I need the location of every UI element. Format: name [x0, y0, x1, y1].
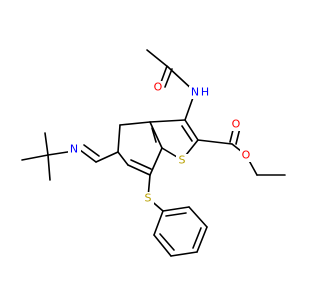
bond-ring-c7-c7a: [149, 147, 163, 176]
bond-ring-c6-c7-double-a: [127, 164, 151, 176]
bond-phenyl-4-5: [170, 251, 198, 257]
bond-ring-to-methine: [95, 151, 119, 163]
bond-tert-butyl-methyl-bottom: [47, 154, 51, 181]
bond-acetyl-carbonyl-double-b: [164, 68, 173, 88]
atom-labels-group: O N H O O S S N: [68, 81, 253, 205]
atom-label-amide-nitrogen: N: [191, 86, 199, 99]
bond-phenyl-2-3: [188, 206, 208, 228]
bond-ring-c5-c6: [117, 151, 129, 166]
bond-tert-butyl-methyl-top: [44, 132, 49, 156]
atom-label-acetyl-oxygen: O: [154, 81, 163, 94]
bond-phenyl-3-4: [196, 226, 208, 253]
bond-phenyl-1-2-inner: [165, 212, 187, 217]
bonds-group: [21, 49, 286, 257]
bond-phenyl-3-4-inner: [192, 227, 202, 249]
bond-ring-to-ester-carbon: [197, 139, 233, 145]
bond-tert-butyl-methyl-left: [21, 154, 49, 161]
bond-ring-c4-c5: [117, 124, 121, 153]
atom-label-ester-carbonyl-oxygen: O: [232, 118, 241, 131]
bond-ring-c2-c3-double-a: [184, 119, 199, 141]
bond-ring-c7a-c3a-double: [151, 127, 157, 143]
bond-ring-c3-c3a: [149, 119, 186, 123]
atom-label-thiophene-sulfur: S: [179, 154, 186, 167]
bond-acetyl-methyl: [146, 49, 169, 68]
atom-label-amide-hydrogen: H: [201, 86, 209, 99]
bond-ring-c7a-c3a: [149, 121, 163, 149]
bond-phenyl-1-2: [162, 206, 190, 212]
bond-ring-c3a-c4: [119, 121, 151, 126]
bond-phenyl-5-6: [153, 234, 172, 257]
bond-ring-c6-c7-double-b: [130, 159, 152, 170]
bond-ring-c2-c3-double-b: [181, 125, 193, 142]
atom-label-imine-nitrogen: N: [70, 143, 78, 156]
bond-phenyl-6-1: [153, 210, 164, 236]
atom-label-thioether-sulfur: S: [145, 192, 152, 205]
bond-phenyl-5-6-inner: [159, 233, 175, 251]
atom-label-ester-oxygen: O: [242, 149, 251, 162]
bond-methine-imine-double-a: [79, 149, 97, 163]
molecule-structure-diagram: O N H O O S S N: [21, 49, 286, 257]
bond-methine-imine-double-b: [83, 144, 100, 157]
